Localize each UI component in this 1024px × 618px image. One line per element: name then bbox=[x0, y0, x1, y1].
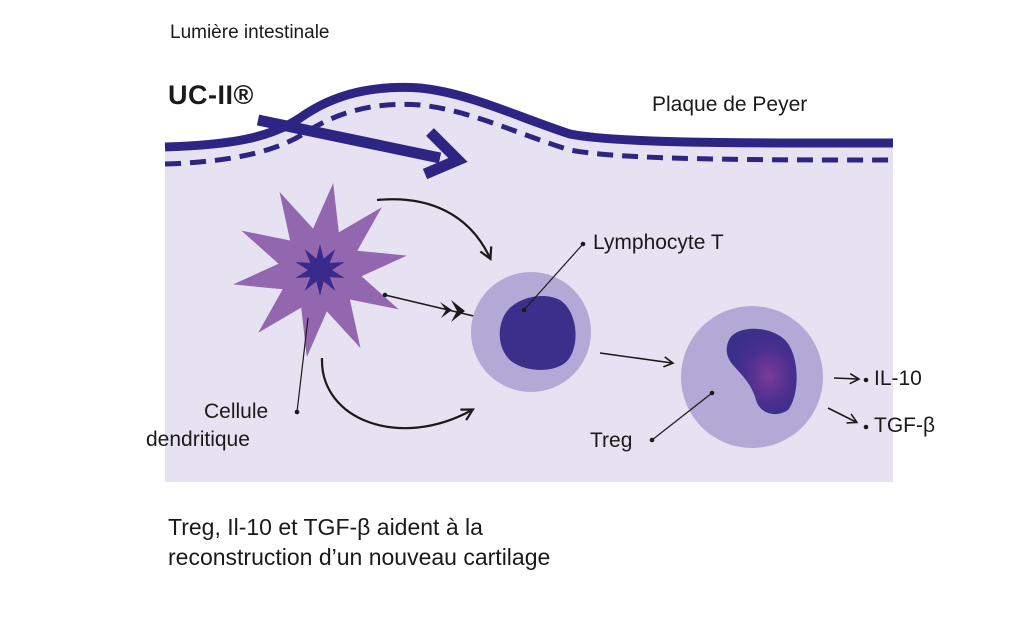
tgfb-dot bbox=[863, 424, 869, 430]
curved-arrow-top bbox=[376, 198, 493, 261]
treg-label: Treg bbox=[590, 429, 633, 452]
lumen-label: Lumière intestinale bbox=[170, 22, 330, 43]
antigen-chevron-icon bbox=[440, 300, 465, 322]
treg-leader-dot2 bbox=[709, 390, 715, 396]
dendritic-leader-line bbox=[296, 317, 309, 413]
dendritic-leader-dot bbox=[294, 409, 300, 415]
lymphocyte-t-cell bbox=[471, 272, 591, 392]
il10-label: IL-10 bbox=[874, 367, 922, 390]
uc2-label: UC-II® bbox=[168, 80, 254, 110]
curved-arrow-bottom bbox=[320, 357, 475, 430]
uc2-arrow-head bbox=[422, 128, 468, 180]
tgfb-label: TGF-β bbox=[874, 414, 936, 437]
mucosa-dashed-line bbox=[164, 101, 894, 167]
lymphocyte-t-label: Lymphocyte T bbox=[593, 231, 724, 254]
differentiation-arrow bbox=[599, 352, 675, 368]
il10-dot bbox=[863, 377, 869, 383]
presentation-line bbox=[384, 294, 483, 319]
lymphocyte-leader-line bbox=[523, 243, 584, 311]
peyer-patch-label: Plaque de Peyer bbox=[652, 93, 808, 116]
dendritic-label-line2: dendritique bbox=[146, 428, 250, 451]
dendritic-label-line1: Cellule bbox=[204, 400, 269, 423]
tgfb-arrow bbox=[827, 407, 859, 424]
treg-leader-line bbox=[651, 392, 713, 441]
lymphocyte-leader-dot2 bbox=[580, 241, 586, 247]
presentation-dot-start bbox=[382, 292, 388, 298]
lymphocyte-leader-dot bbox=[521, 307, 527, 313]
il10-arrow bbox=[833, 372, 861, 385]
dendritic-cell bbox=[233, 183, 407, 357]
treg-leader-dot bbox=[649, 437, 655, 443]
treg-cell bbox=[681, 306, 823, 448]
footer-caption: Treg, Il-10 et TGF-β aident à la reconst… bbox=[168, 514, 551, 570]
uc2-entry-arrow bbox=[256, 114, 442, 164]
